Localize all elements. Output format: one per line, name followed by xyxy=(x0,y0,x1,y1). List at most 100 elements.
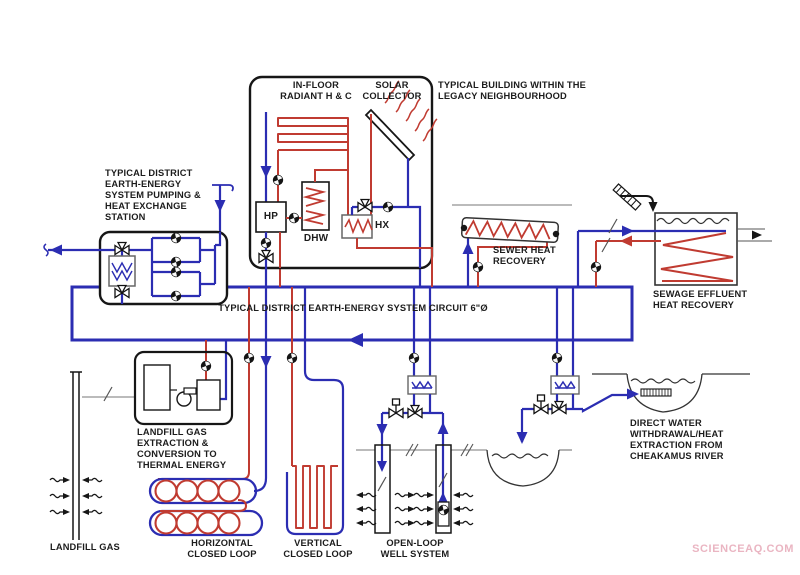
well-casing xyxy=(374,444,391,534)
pump-icon xyxy=(472,261,484,273)
in-floor-radiant-label: IN-FLOOR RADIANT H & C xyxy=(280,80,352,101)
gas-flow-arrow-icon xyxy=(81,508,103,516)
gas-flow-arrow-icon xyxy=(81,476,103,484)
pump-icon xyxy=(551,352,563,364)
circuit-label: TYPICAL DISTRICT EARTH-ENERGY SYSTEM CIR… xyxy=(218,303,488,313)
pipe-break-icon xyxy=(103,386,113,402)
pump-icon xyxy=(170,256,182,268)
hx-label: HX xyxy=(375,220,390,231)
open-loop-well-system xyxy=(355,375,474,534)
overflow-arrow-icon xyxy=(752,230,762,240)
vertical-loop-label: VERTICAL CLOSED LOOP xyxy=(283,538,353,559)
sewage-effluent-heat-recovery xyxy=(578,183,772,286)
flow-arrow-icon xyxy=(452,505,474,513)
solar-panel-icon xyxy=(364,108,416,162)
flow-arrow-icon xyxy=(348,333,363,347)
pump-icon xyxy=(170,232,182,244)
flow-arrow-icon xyxy=(648,202,658,212)
horizontal-closed-loop xyxy=(148,477,264,537)
station-label: TYPICAL DISTRICT EARTH-ENERGY SYSTEM PUM… xyxy=(105,168,201,222)
gas-flow-arrow-icon xyxy=(49,492,71,500)
pump-icon xyxy=(170,290,182,302)
pump-icon xyxy=(438,504,449,516)
pump-icon xyxy=(243,352,255,364)
dhw-label: DHW xyxy=(303,233,329,244)
flow-arrow-icon xyxy=(452,519,474,527)
hp-label: HP xyxy=(263,211,279,222)
landfill-gas-label: LANDFILL GAS xyxy=(50,542,120,552)
water-wave-icon xyxy=(491,453,549,459)
water-wave-icon xyxy=(630,378,696,384)
pump-icon xyxy=(590,261,602,273)
pump-icon xyxy=(286,352,298,364)
flow-arrow-icon xyxy=(50,244,62,256)
blower-outlet-icon xyxy=(183,387,197,395)
pond-basin xyxy=(486,449,560,487)
motorized-valve-icon xyxy=(389,399,403,418)
sewer-heat-label: SEWER HEAT RECOVERY xyxy=(493,245,556,266)
vent-icon xyxy=(212,184,234,192)
well-casing xyxy=(435,444,452,534)
pump-icon xyxy=(382,201,394,213)
flow-arrow-icon xyxy=(260,166,272,178)
flow-arrow-icon xyxy=(394,505,416,513)
landfill-gas-plant xyxy=(133,340,234,426)
pump-icon xyxy=(170,266,182,278)
landfill-gas-well xyxy=(49,371,103,540)
vertical-closed-loop xyxy=(292,465,338,529)
flow-arrow-icon xyxy=(376,424,388,436)
gas-flow-arrow-icon xyxy=(81,492,103,500)
open-loop-label: OPEN-LOOP WELL SYSTEM xyxy=(380,538,450,559)
heat-exchanger-box xyxy=(341,214,373,239)
flow-arrow-icon xyxy=(413,491,435,499)
solar-collector-label: SOLAR COLLECTOR xyxy=(362,80,422,101)
pumping-station xyxy=(43,184,234,306)
coil-icon xyxy=(302,187,327,207)
gas-flow-arrow-icon xyxy=(49,508,71,516)
flow-arrow-icon xyxy=(516,432,528,444)
river-label: DIRECT WATER WITHDRAWAL/HEAT EXTRACTION … xyxy=(630,418,724,461)
gas-flow-arrow-icon xyxy=(49,476,71,484)
flow-arrow-icon xyxy=(452,491,474,499)
sun-rays-icon xyxy=(384,80,438,142)
flow-arrow-icon xyxy=(438,492,448,503)
three-way-valve-icon xyxy=(552,402,566,414)
motorized-valve-icon xyxy=(534,395,548,414)
pipe-break-icon xyxy=(43,243,49,257)
watermark: SCIENCEAQ.COM xyxy=(692,543,794,555)
flow-arrow-icon xyxy=(394,491,416,499)
flow-arrow-icon xyxy=(627,388,639,400)
pump-icon xyxy=(288,212,300,224)
water-wave-icon xyxy=(656,217,730,225)
pump-icon xyxy=(408,352,420,364)
sewer-heat-recovery xyxy=(460,216,560,273)
building-box xyxy=(248,75,438,270)
river-withdrawal-system xyxy=(486,373,750,487)
flow-arrow-icon xyxy=(377,461,387,472)
pump-icon xyxy=(260,237,272,249)
flow-arrow-icon xyxy=(620,235,632,247)
flow-arrow-icon xyxy=(260,356,272,368)
flow-arrow-icon xyxy=(394,519,416,527)
flow-arrow-icon xyxy=(355,519,377,527)
flow-arrow-icon xyxy=(214,200,226,212)
pump-icon xyxy=(200,360,212,372)
coil-icon xyxy=(660,232,734,282)
flow-arrow-icon xyxy=(413,505,435,513)
three-way-valve-icon xyxy=(408,406,422,418)
flow-arrow-icon xyxy=(413,519,435,527)
coil-icon xyxy=(302,210,327,225)
sewage-effluent-label: SEWAGE EFFLUENT HEAT RECOVERY xyxy=(653,289,748,310)
flow-arrow-icon xyxy=(462,242,474,254)
flow-arrow-icon xyxy=(437,422,449,434)
district-loop-pipe xyxy=(70,285,634,347)
flow-arrow-icon xyxy=(622,225,634,237)
landfill-plant-label: LANDFILL GAS EXTRACTION & CONVERSION TO … xyxy=(137,427,227,470)
heat-pump-box xyxy=(255,201,287,233)
flow-arrow-icon xyxy=(355,491,377,499)
flow-arrow-icon xyxy=(355,505,377,513)
pump-icon xyxy=(272,174,284,186)
building-label: TYPICAL BUILDING WITHIN THE LEGACY NEIGH… xyxy=(438,80,586,101)
